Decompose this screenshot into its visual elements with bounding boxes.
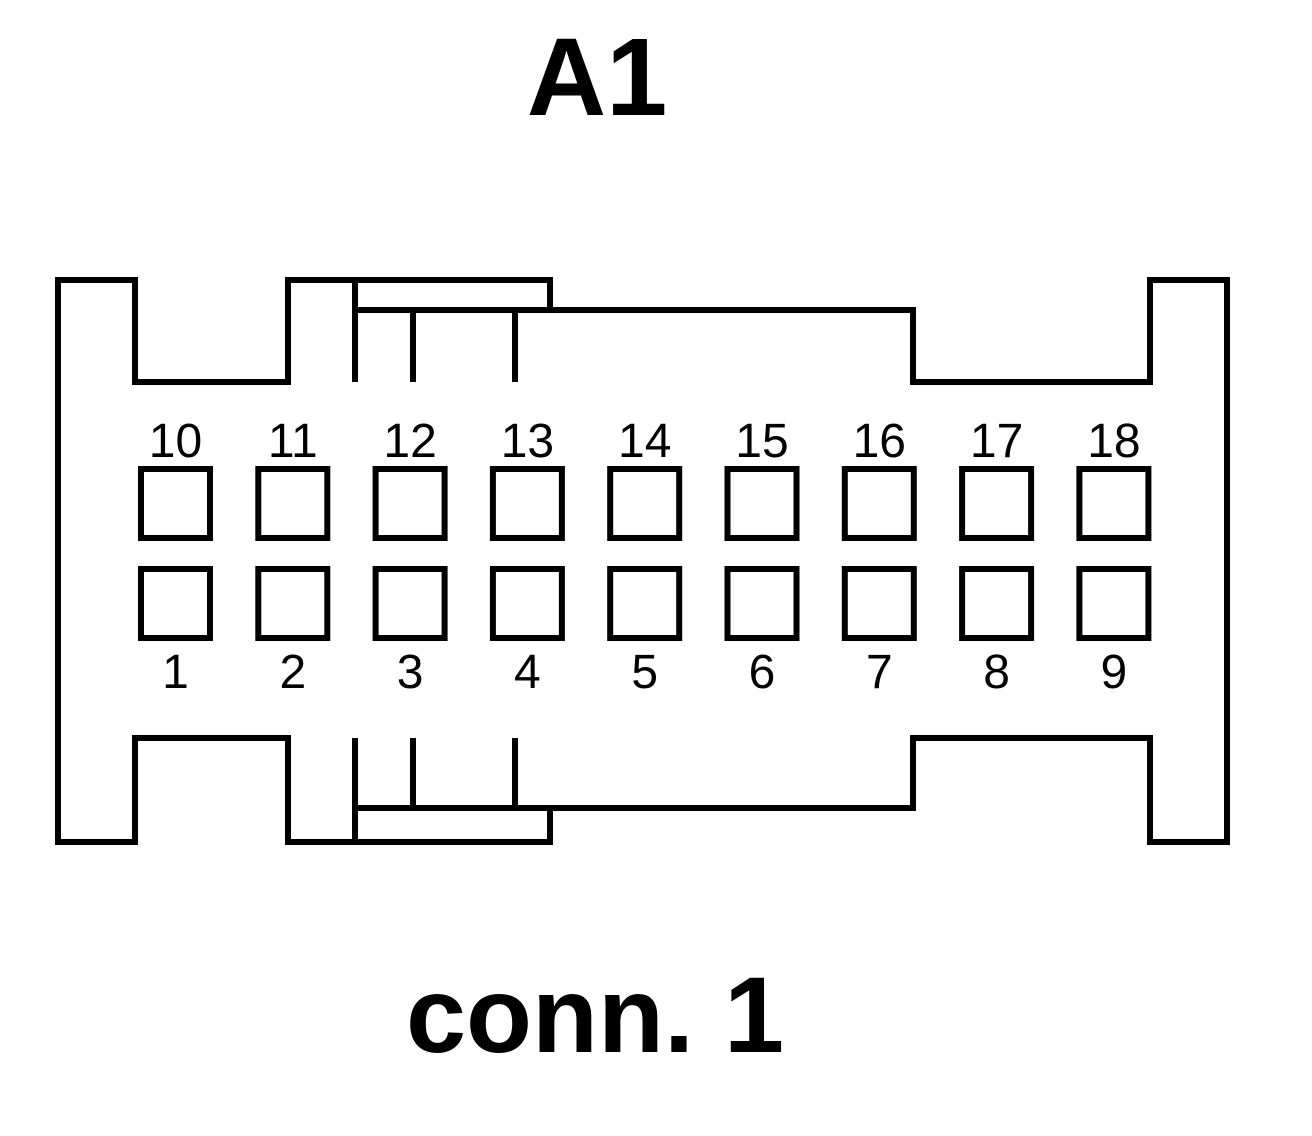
pin-cavity-15: [724, 466, 800, 541]
pin-number-3: 3: [397, 646, 424, 699]
connector-title: A1: [527, 16, 668, 139]
pin-number-13: 13: [501, 415, 554, 468]
pin-cavity-13: [489, 466, 565, 541]
top-latch: [352, 280, 550, 382]
pin-cavity-1: [138, 566, 213, 641]
pin-cavity-7: [841, 566, 917, 641]
pin-number-14: 14: [618, 415, 671, 468]
bottom-latch: [352, 738, 550, 842]
pin-number-5: 5: [631, 646, 658, 699]
pin-number-9: 9: [1101, 646, 1128, 699]
pin-cavity-18: [1076, 466, 1152, 541]
pin-cavity-12: [372, 466, 448, 541]
pin-cavity-14: [607, 466, 683, 541]
pin-number-4: 4: [514, 646, 541, 699]
pin-number-17: 17: [970, 415, 1023, 468]
pin-number-1: 1: [162, 646, 189, 699]
pin-number-15: 15: [735, 415, 788, 468]
pin-number-7: 7: [866, 646, 893, 699]
pin-cavity-8: [959, 566, 1035, 641]
pin-number-6: 6: [749, 646, 776, 699]
pin-cavity-10: [138, 466, 213, 541]
pin-number-8: 8: [983, 646, 1010, 699]
pin-cavity-4: [489, 566, 565, 641]
pin-cavity-3: [372, 566, 448, 641]
top-pin-row: 10 11 12 13 14 15 16 17 18: [138, 415, 1152, 541]
bottom-pin-row: 1 2 3 4 5 6 7 8 9: [138, 566, 1152, 699]
pin-cavity-11: [255, 466, 331, 541]
pin-number-16: 16: [853, 415, 906, 468]
pin-cavity-16: [841, 466, 917, 541]
pin-cavity-9: [1076, 566, 1152, 641]
connector-housing: [55, 277, 1230, 845]
pin-number-2: 2: [279, 646, 306, 699]
pin-cavity-2: [255, 566, 331, 641]
pin-cavity-17: [959, 466, 1035, 541]
pin-cavity-5: [607, 566, 683, 641]
pin-cavity-6: [724, 566, 800, 641]
pin-number-12: 12: [383, 415, 436, 468]
connector-caption: conn. 1: [406, 954, 784, 1075]
pin-number-11: 11: [268, 415, 318, 468]
pin-number-10: 10: [149, 415, 202, 468]
pin-number-18: 18: [1087, 415, 1140, 468]
